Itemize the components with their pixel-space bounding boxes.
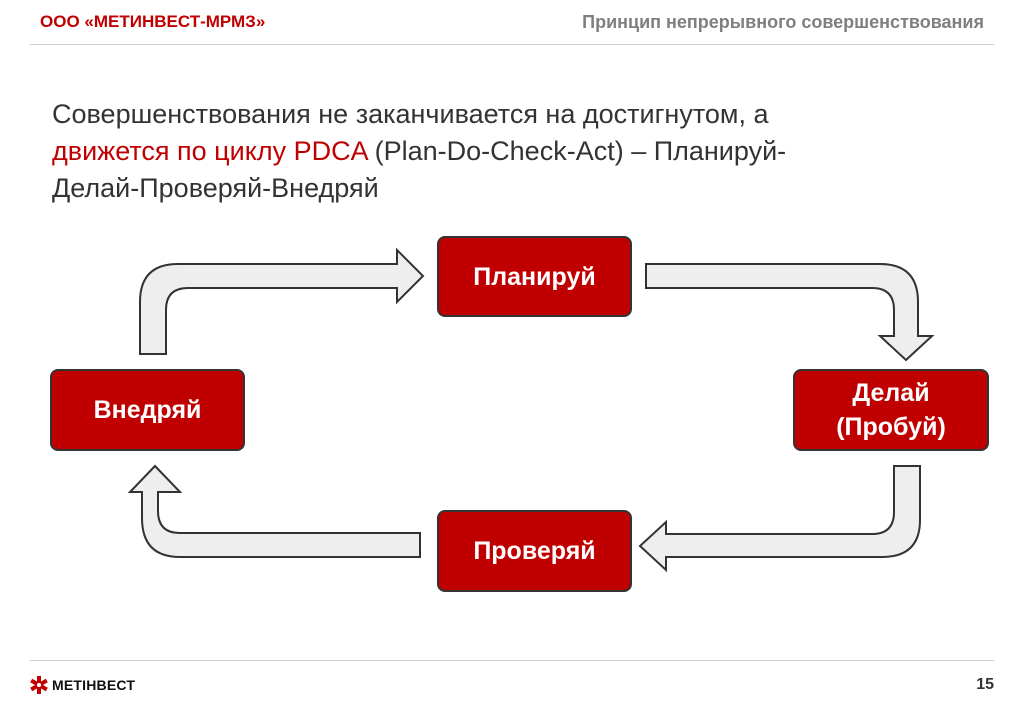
lead-text: Совершенствования не заканчивается на до… (52, 96, 952, 207)
footer-divider (30, 660, 994, 661)
arrow-act-to-plan (139, 247, 425, 355)
stage-do-sublabel: (Пробуй) (836, 413, 946, 441)
lead-text-part3: Делай-Проверяй-Внедряй (52, 173, 379, 203)
slide-title: Принцип непрерывного совершенствования (582, 12, 984, 32)
page-number: 15 (976, 676, 994, 693)
metinvest-logo-icon (30, 676, 48, 694)
arrow-do-to-check (638, 465, 921, 573)
stage-check: Проверяй (437, 510, 632, 592)
arrow-plan-to-do (645, 263, 935, 362)
arrow-check-to-act (127, 464, 421, 558)
header-divider (30, 44, 994, 45)
stage-act-label: Внедряй (93, 396, 202, 424)
stage-plan: Планируй (437, 236, 632, 317)
stage-do: Делай (Пробуй) (793, 369, 989, 451)
metinvest-logo: МЕТІНВЕСТ (30, 676, 135, 694)
stage-check-label: Проверяй (473, 537, 596, 565)
metinvest-logo-text: МЕТІНВЕСТ (52, 677, 136, 693)
lead-text-part1: Совершенствования не заканчивается на до… (52, 99, 769, 129)
stage-do-label: Делай (852, 379, 930, 407)
lead-text-part2: (Plan-Do-Check-Act) – Планируй- (367, 136, 787, 166)
lead-text-highlight: движется по циклу PDCA (52, 136, 368, 166)
stage-plan-label: Планируй (473, 262, 596, 291)
company-name: ООО «МЕТИНВЕСТ-МРМЗ» (40, 12, 266, 31)
stage-act: Внедряй (50, 369, 245, 451)
